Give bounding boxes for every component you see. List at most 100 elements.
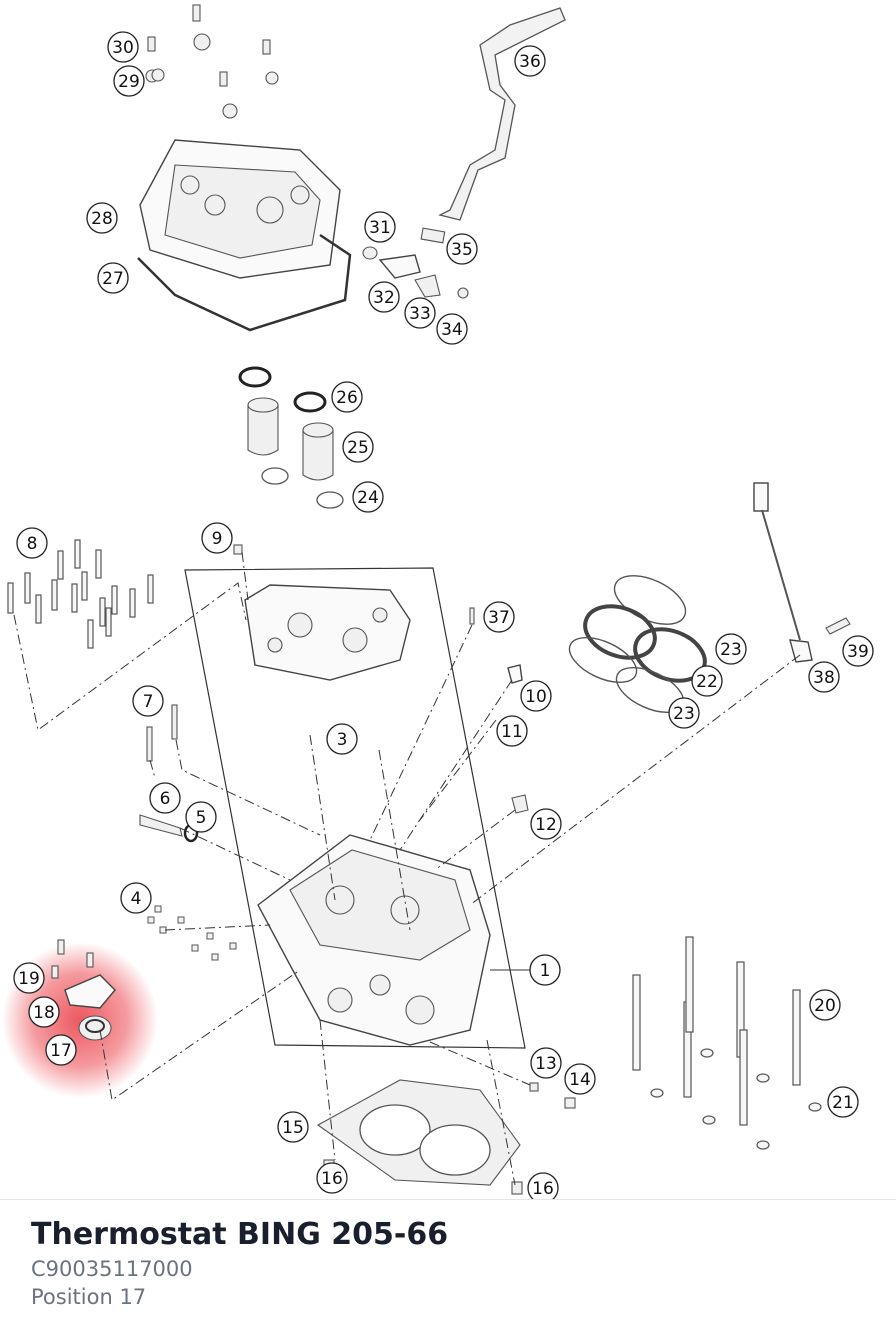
callout-label: 16 (532, 1179, 554, 1199)
callout-label: 32 (373, 288, 395, 308)
callout-label: 12 (535, 815, 557, 835)
callout-23: 23 (668, 697, 700, 729)
sensor-cable (753, 482, 851, 663)
callout-label: 6 (160, 789, 171, 809)
callout-label: 35 (451, 240, 473, 260)
callout-16: 16 (527, 1172, 559, 1200)
callout-25: 25 (342, 431, 374, 463)
callout-label: 20 (814, 996, 836, 1016)
cylinder-head-frame (184, 567, 526, 1049)
leader-lines (13, 551, 801, 1186)
callout-26: 26 (331, 381, 363, 413)
bolt-set (7, 539, 154, 649)
callout-27: 27 (97, 262, 129, 294)
head-gasket (316, 1079, 523, 1195)
callout-31: 31 (364, 211, 396, 243)
callout-16: 16 (316, 1162, 348, 1194)
callout-20: 20 (809, 989, 841, 1021)
callout-label: 36 (519, 52, 541, 72)
cylinder-head (257, 834, 491, 1046)
callout-label: 5 (196, 808, 207, 828)
callout-24: 24 (352, 481, 384, 513)
callout-18: 18 (28, 996, 60, 1028)
callout-label: 8 (27, 534, 38, 554)
callout-23: 23 (715, 633, 747, 665)
callout-label: 1 (540, 961, 551, 981)
callout-label: 38 (813, 668, 835, 688)
callout-label: 10 (525, 687, 547, 707)
callout-36: 36 (514, 45, 546, 77)
callout-label: 27 (102, 269, 124, 289)
callout-12: 12 (530, 808, 562, 840)
callout-10: 10 (520, 680, 552, 712)
callout-19: 19 (13, 962, 45, 994)
seals-sleeves (238, 366, 344, 509)
callout-label: 19 (18, 969, 40, 989)
callout-21: 21 (827, 1086, 859, 1118)
callout-37: 37 (483, 601, 515, 633)
callout-label: 15 (282, 1118, 304, 1138)
part-number: C90035117000 (31, 1257, 193, 1281)
callout-label: 9 (212, 529, 223, 549)
callout-3: 3 (326, 723, 358, 755)
nuts (147, 905, 237, 961)
callout-label: 30 (112, 38, 134, 58)
valve-cover-group (137, 4, 352, 332)
callout-label: 37 (488, 608, 510, 628)
sensors (139, 544, 576, 1109)
head-bolts (632, 936, 822, 1150)
callout-label: 28 (91, 209, 113, 229)
camshaft-carrier (244, 584, 411, 681)
callout-30: 30 (107, 31, 139, 63)
callout-29: 29 (113, 65, 145, 97)
callout-33: 33 (404, 297, 436, 329)
callout-label: 16 (321, 1169, 343, 1189)
callout-6: 6 (149, 782, 181, 814)
callout-label: 23 (720, 640, 742, 660)
callout-13: 13 (530, 1047, 562, 1079)
part-position: Position 17 (31, 1285, 147, 1309)
callout-14: 14 (564, 1063, 596, 1095)
callout-8: 8 (16, 527, 48, 559)
callout-35: 35 (446, 233, 478, 265)
callout-label: 25 (347, 438, 369, 458)
callout-label: 39 (847, 642, 869, 662)
callout-38: 38 (808, 661, 840, 693)
callout-label: 23 (673, 704, 695, 724)
breather-hose (362, 7, 566, 299)
callout-label: 4 (131, 889, 142, 909)
callout-1: 1 (529, 954, 561, 986)
callout-7: 7 (132, 685, 164, 717)
callout-28: 28 (86, 202, 118, 234)
callout-label: 3 (337, 730, 348, 750)
intake-flanges (568, 575, 707, 714)
callout-label: 21 (832, 1093, 854, 1113)
callout-39: 39 (842, 635, 874, 667)
callout-15: 15 (277, 1111, 309, 1143)
callout-label: 14 (569, 1070, 591, 1090)
part-info-footer: Thermostat BING 205-66 C90035117000 Posi… (0, 1199, 896, 1336)
thermostat-group (51, 939, 116, 1041)
callout-label: 31 (369, 218, 391, 238)
callout-label: 18 (33, 1003, 55, 1023)
callout-label: 29 (118, 72, 140, 92)
callout-label: 7 (143, 692, 154, 712)
callout-17: 17 (45, 1034, 77, 1066)
part-title: Thermostat BING 205-66 (31, 1217, 449, 1252)
callout-32: 32 (368, 281, 400, 313)
callout-label: 34 (441, 320, 463, 340)
callout-22: 22 (691, 665, 723, 697)
callout-label: 22 (696, 672, 718, 692)
callout-label: 17 (50, 1041, 72, 1061)
exploded-parts-diagram: 1345678910111213141516161718192021222323… (2, 4, 874, 1200)
callout-11: 11 (496, 715, 528, 747)
callout-4: 4 (120, 882, 152, 914)
callout-label: 24 (357, 488, 379, 508)
callout-5: 5 (185, 801, 217, 833)
callout-label: 11 (501, 722, 523, 742)
callout-34: 34 (436, 313, 468, 345)
callout-label: 13 (535, 1054, 557, 1074)
callout-label: 26 (336, 388, 358, 408)
callout-label: 33 (409, 304, 431, 324)
